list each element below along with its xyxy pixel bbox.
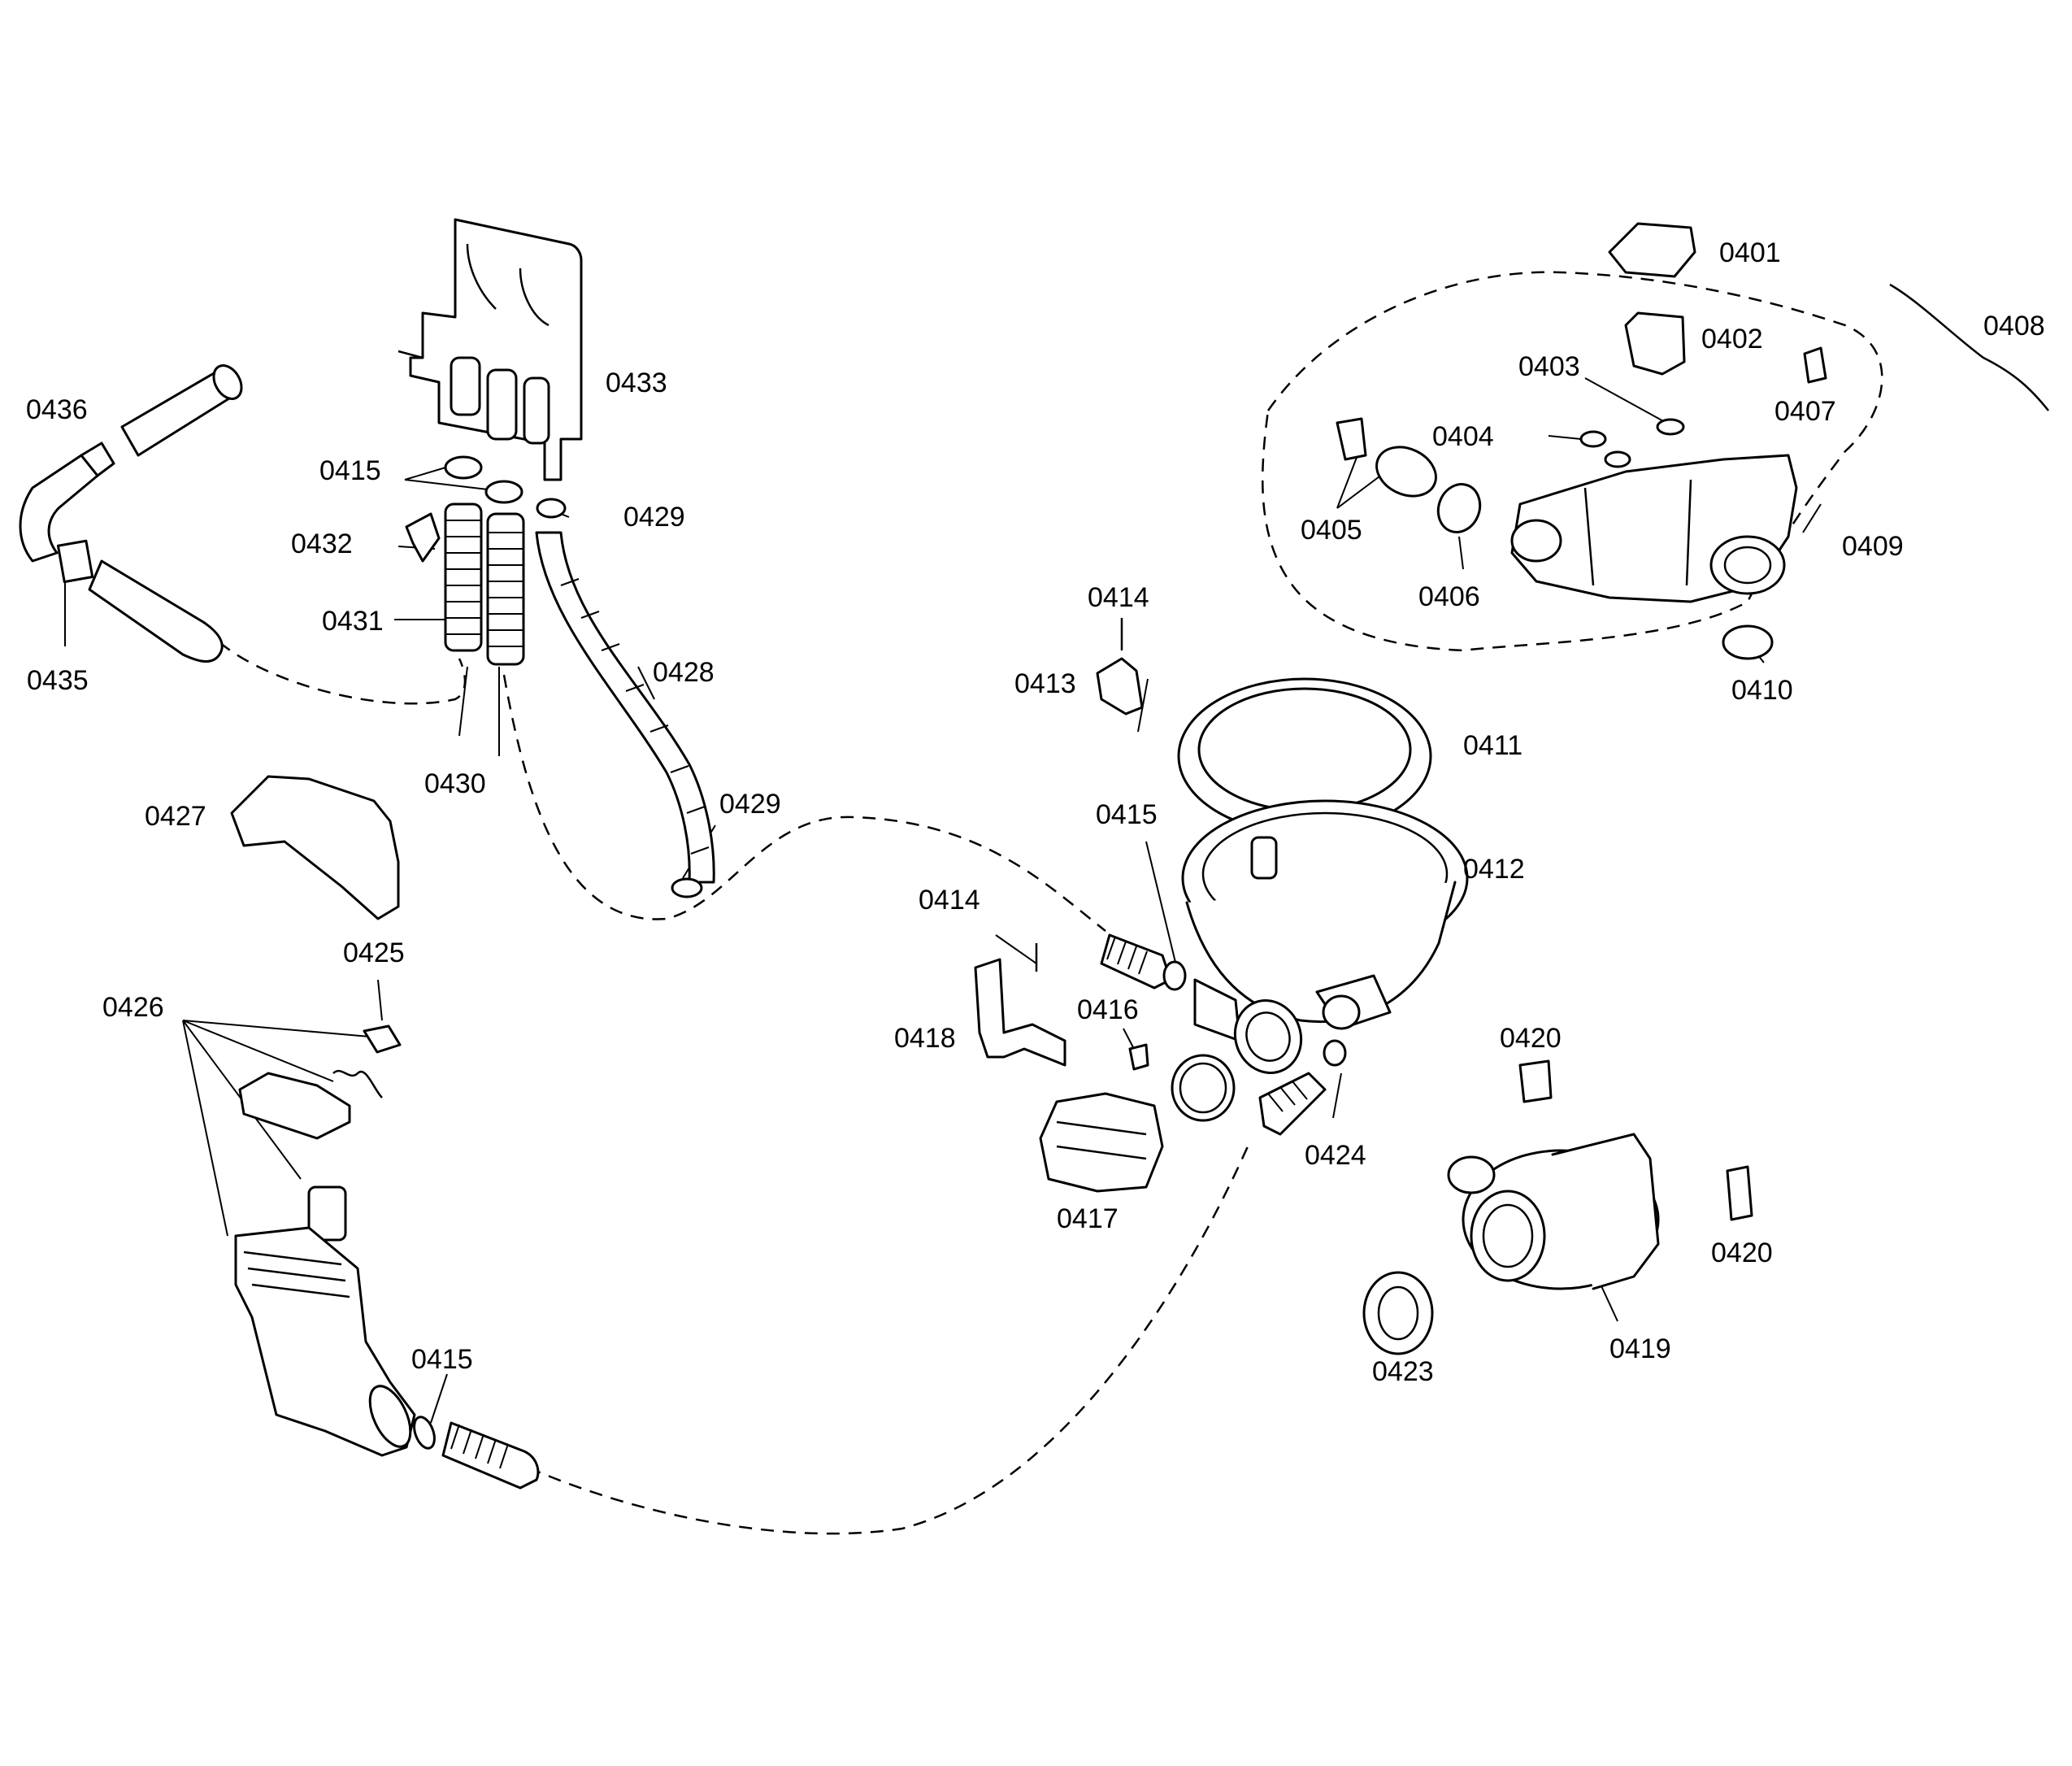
callout-0409: 0409 [1842, 531, 1904, 562]
corrugated-sleeve-0415 [1100, 933, 1172, 990]
seal-0423 [1362, 1271, 1434, 1355]
clamp-0410 [1722, 624, 1774, 660]
callout-0414-top: 0414 [1088, 582, 1149, 613]
corrugated-hose-0430 [486, 512, 525, 666]
clip-0407 [1803, 346, 1827, 384]
seal-ring-0424 [1323, 1039, 1347, 1067]
callout-0427: 0427 [145, 801, 206, 832]
clip-0420-b [1726, 1165, 1753, 1221]
callout-0418: 0418 [894, 1023, 956, 1054]
seal-ring-0411 [1177, 677, 1432, 835]
callout-0404: 0404 [1432, 421, 1494, 452]
callout-0419: 0419 [1609, 1333, 1671, 1364]
callout-0432: 0432 [291, 528, 353, 559]
callout-0424: 0424 [1305, 1140, 1366, 1171]
callout-0415-top: 0415 [319, 455, 381, 486]
callout-0420-top: 0420 [1500, 1023, 1562, 1054]
seal-0423-inner [1377, 1285, 1419, 1341]
callout-0425: 0425 [343, 937, 405, 968]
callout-0429-bottom: 0429 [719, 789, 781, 820]
callout-0403: 0403 [1518, 351, 1580, 382]
callout-0401: 0401 [1719, 237, 1781, 268]
seal-ring-0415-bottom [413, 1416, 436, 1450]
seal-ring-0404-b [1604, 450, 1631, 468]
connector-0402 [1624, 311, 1686, 376]
float-0426 [307, 1185, 347, 1242]
callout-0420-bottom: 0420 [1711, 1238, 1773, 1268]
cover-0427 [230, 775, 400, 920]
bracket-0426 [238, 1072, 351, 1140]
dashed-route-hose-left [219, 642, 467, 705]
drain-hose-0428 [535, 531, 715, 884]
clamp-0429-bottom [671, 877, 703, 898]
callout-0405: 0405 [1301, 515, 1362, 546]
callout-0423: 0423 [1372, 1356, 1434, 1387]
callout-0413: 0413 [1014, 668, 1076, 699]
o-ring [1171, 1054, 1236, 1122]
callout-0415-mid: 0415 [1096, 799, 1158, 830]
seal-ring-0403 [1656, 418, 1685, 436]
callout-0428: 0428 [653, 657, 715, 688]
callout-0433: 0433 [606, 368, 667, 398]
sump-0412 [1181, 799, 1469, 1074]
callout-0435: 0435 [27, 665, 89, 696]
callout-0414: 0414 [919, 885, 980, 916]
o-ring-inner [1179, 1062, 1227, 1114]
callout-0436: 0436 [26, 394, 88, 425]
dashed-route-0430 [502, 674, 1106, 932]
callout-0430: 0430 [424, 768, 486, 799]
dashed-route-bottom [528, 1146, 1249, 1535]
vent-assembly-0433 [397, 218, 583, 481]
corrugated-sleeve-bottom [441, 1421, 540, 1490]
circulation-pump-0419 [1447, 1133, 1660, 1290]
corrugated-hose-0431 [444, 502, 483, 652]
callout-0410: 0410 [1731, 675, 1793, 706]
callout-0408: 0408 [1983, 311, 2045, 341]
callout-0429-top: 0429 [623, 502, 685, 533]
seal-ring-0415-a [444, 455, 483, 480]
callout-0416: 0416 [1077, 994, 1139, 1025]
sensor-0405 [1336, 417, 1437, 498]
callout-0426: 0426 [102, 992, 164, 1023]
clip-0432 [405, 512, 441, 563]
corrugated-sleeve-0424 [1258, 1072, 1327, 1136]
clip-0420-a [1518, 1059, 1553, 1103]
water-inlet-valve-0426 [234, 1226, 416, 1457]
seal-ring-0404-a [1579, 430, 1607, 448]
callout-labels: 0401 0402 0403 0404 0405 0406 0407 0408 … [26, 237, 2045, 1387]
spring-0426 [332, 1069, 383, 1098]
bracket-0418 [974, 958, 1066, 1067]
seal-ring-0406 [1436, 483, 1482, 533]
hose-elbow-0436 [19, 364, 243, 663]
callout-0417: 0417 [1057, 1203, 1119, 1234]
seal-ring-0415-b [484, 480, 523, 504]
callout-0411: 0411 [1463, 730, 1523, 761]
dashed-boundary-0409 [1261, 271, 1883, 652]
drain-pump-0417 [1039, 1092, 1164, 1193]
seal-ring-0415-mid [1162, 960, 1187, 991]
clip-0416 [1128, 1043, 1149, 1071]
callout-0431: 0431 [322, 606, 384, 637]
callout-0402: 0402 [1701, 324, 1763, 355]
callout-0415-bottom: 0415 [411, 1344, 473, 1375]
housing-0409 [1510, 454, 1798, 603]
small-part-0425 [363, 1024, 402, 1054]
clamp-0429-top [536, 498, 567, 519]
callout-0406: 0406 [1418, 581, 1480, 612]
cover-0401 [1608, 222, 1696, 278]
wire-0408 [1889, 283, 2049, 411]
callout-0407: 0407 [1774, 396, 1836, 427]
leader-lines [64, 377, 1822, 1424]
bracket-0413 [1096, 657, 1144, 716]
callout-0412: 0412 [1463, 854, 1525, 885]
